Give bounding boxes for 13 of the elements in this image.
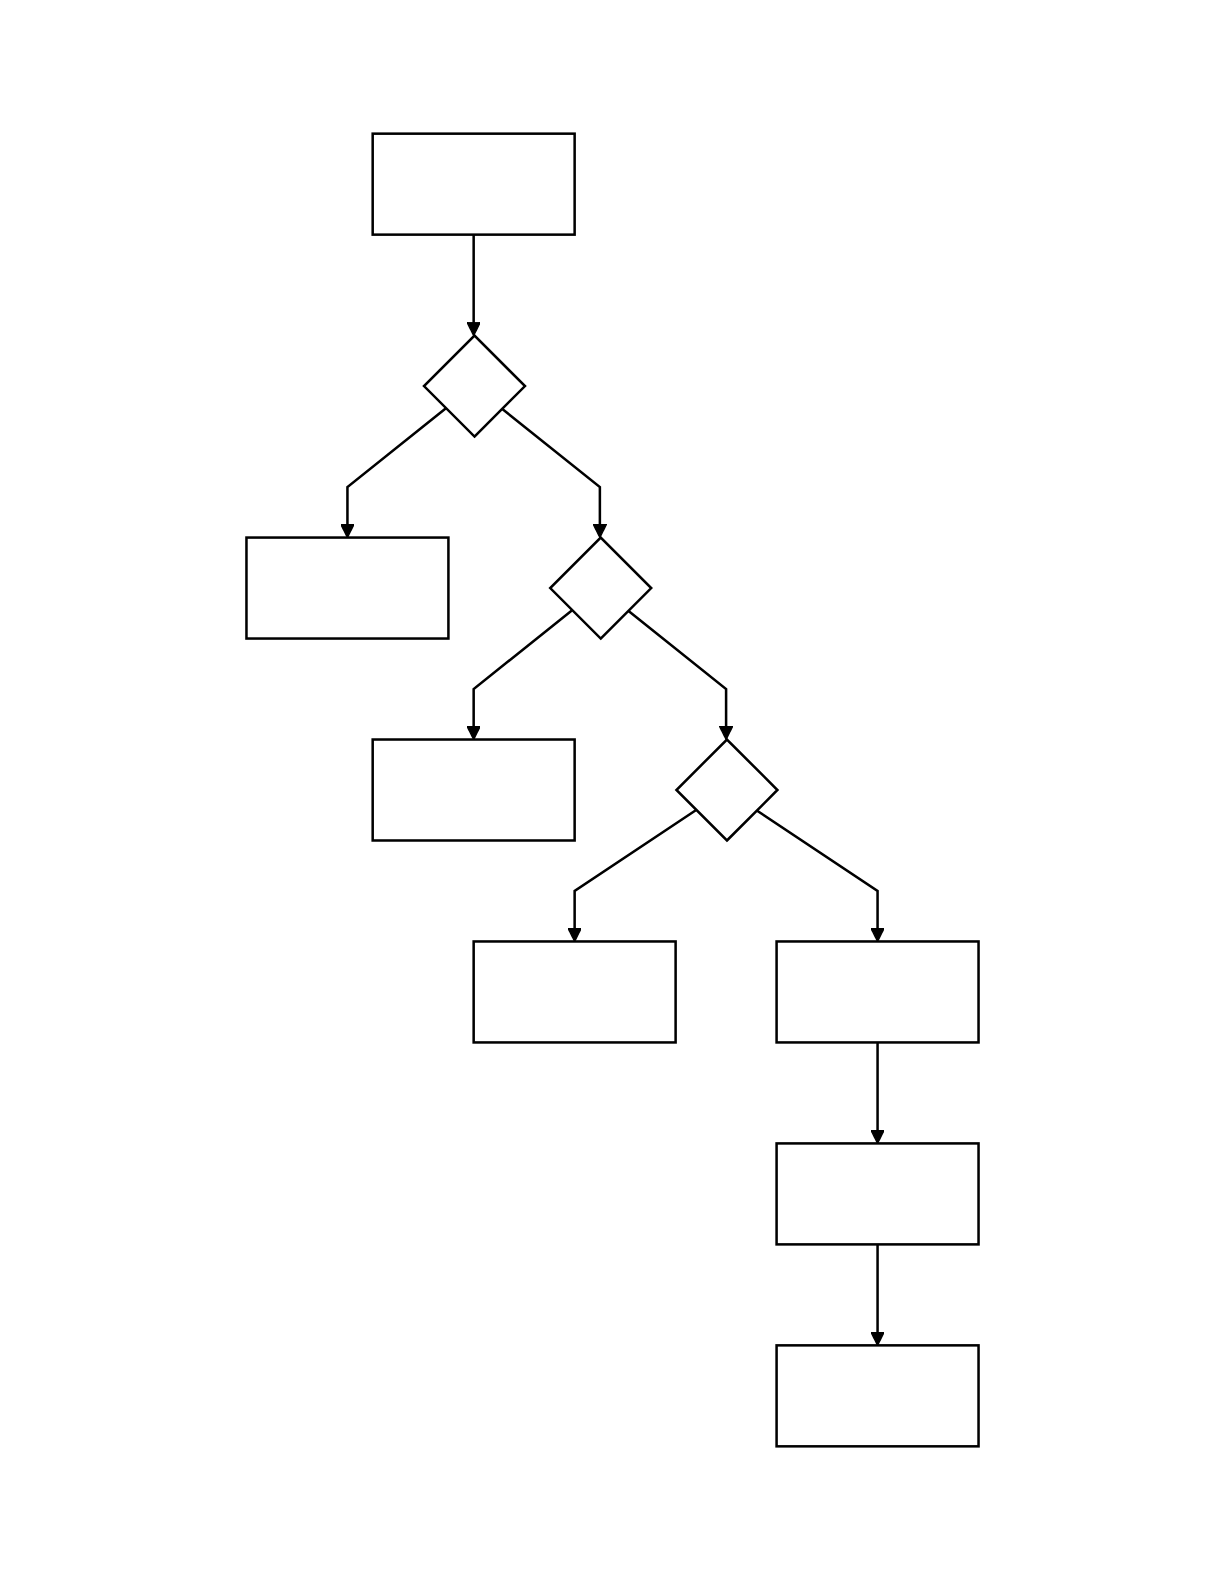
node-diamond (421, 333, 527, 439)
node-box (370, 132, 576, 236)
node-box (471, 940, 677, 1044)
node-box (370, 738, 576, 842)
node-box (774, 1142, 980, 1246)
arrow (500, 407, 607, 539)
arrow (626, 609, 733, 741)
node-box (774, 1344, 980, 1448)
node-diamond (547, 535, 653, 641)
node-box (774, 940, 980, 1044)
arrow (465, 234, 481, 337)
node-diamond (674, 737, 779, 843)
node-box (244, 536, 450, 640)
